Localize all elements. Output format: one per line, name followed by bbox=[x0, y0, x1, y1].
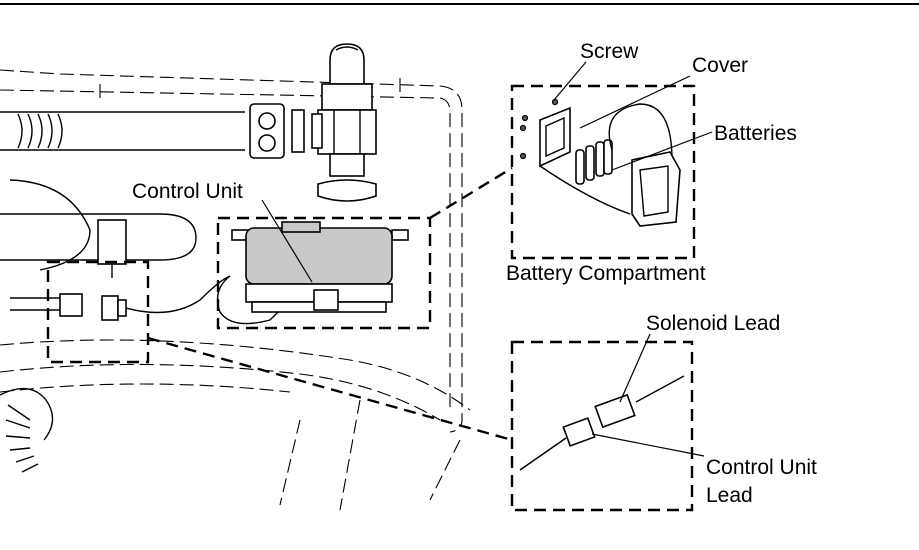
control-unit-box bbox=[216, 216, 432, 330]
connector-detail-box bbox=[46, 260, 150, 364]
flex-hose bbox=[0, 103, 305, 159]
control-unit-lead-label-line1: Control Unit bbox=[706, 456, 817, 479]
cover-label: Cover bbox=[692, 54, 749, 77]
control-unit-lead-label-line2: Lead bbox=[706, 484, 753, 507]
solenoid-lead-label: Solenoid Lead bbox=[646, 312, 781, 335]
lead-detail-box bbox=[510, 340, 694, 512]
coil-element bbox=[0, 387, 54, 473]
battery-compartment-label: Battery Compartment bbox=[506, 262, 706, 285]
leader-lines bbox=[261, 61, 713, 457]
control-unit-drawing bbox=[216, 221, 409, 325]
valve-body bbox=[311, 43, 377, 202]
battery-compartment-box bbox=[510, 84, 696, 260]
batteries-label: Batteries bbox=[714, 122, 797, 145]
fixture-outline bbox=[0, 69, 471, 511]
battery-drawing bbox=[519, 98, 681, 227]
lead-connectors bbox=[519, 375, 685, 471]
connector-small bbox=[10, 275, 231, 321]
callout-dashes bbox=[147, 166, 513, 442]
screw-label: Screw bbox=[580, 40, 639, 63]
control-unit-label: Control Unit bbox=[132, 180, 243, 203]
